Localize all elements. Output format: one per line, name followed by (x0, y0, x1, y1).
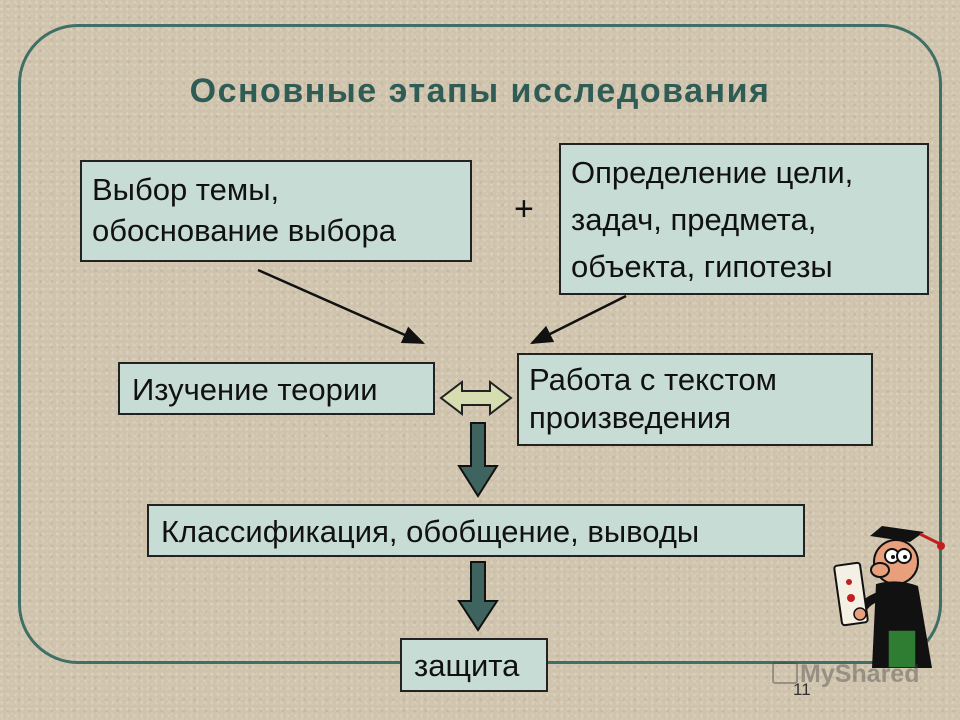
arrow-goal-to-theory (529, 294, 627, 345)
double-arrow (439, 379, 513, 417)
down-arrow-1 (457, 422, 499, 498)
defense-box: защита (400, 638, 548, 692)
professor-clipart (833, 526, 945, 668)
page-title: Основные этапы исследования (189, 72, 771, 110)
watermark-icon (772, 662, 798, 684)
goal-definition-box: Определение цели, задач, предмета, объек… (559, 143, 929, 295)
arrow-topic-to-theory (257, 268, 426, 345)
watermark-text: MyShared (800, 660, 920, 688)
watermark: MyShared (772, 660, 919, 689)
theory-study-box: Изучение теории (118, 362, 435, 415)
classification-box: Классификация, обобщение, выводы (147, 504, 805, 557)
page-number: 11 (793, 680, 811, 699)
topic-selection-box: Выбор темы, обоснование выбора (80, 160, 472, 262)
plus-sign: + (514, 190, 534, 228)
text-work-box: Работа с текстом произведения (517, 353, 873, 446)
down-arrow-2 (457, 561, 499, 632)
